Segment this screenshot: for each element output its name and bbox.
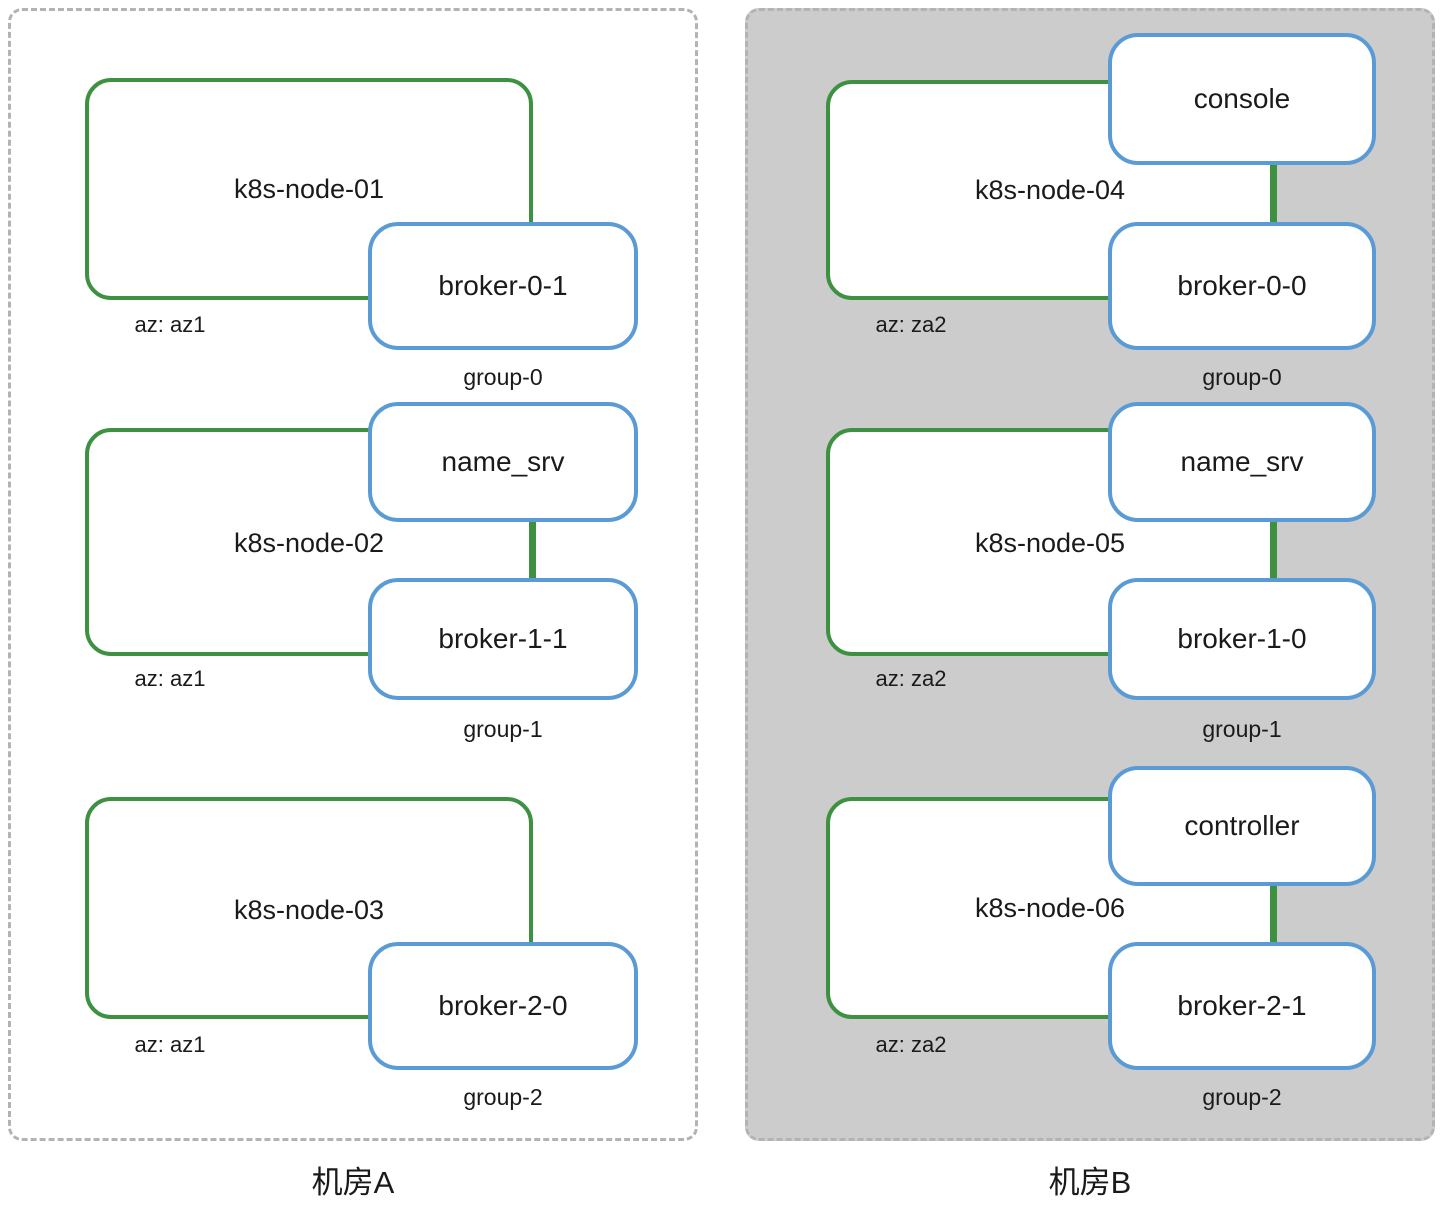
k8s-node-03-az-label: az: az1 <box>134 1032 206 1057</box>
pod-broker-2-0[interactable]: broker-2-0 <box>368 942 638 1070</box>
connector-node-06 <box>1272 881 1277 945</box>
k8s-node-04-label: k8s-node-04 <box>974 175 1126 205</box>
k8s-node-03-label: k8s-node-03 <box>233 895 385 925</box>
pod-broker-2-0-group-label: group-2 <box>463 1084 543 1110</box>
pod-broker-2-0-label: broker-2-0 <box>438 990 568 1021</box>
k8s-node-04-az-label: az: za2 <box>875 312 947 337</box>
pod-name-srv-a[interactable]: name_srv <box>368 402 638 522</box>
pod-broker-1-1-group-label: group-1 <box>463 716 543 742</box>
pod-broker-1-0-group-label: group-1 <box>1202 716 1282 742</box>
k8s-node-06-label: k8s-node-06 <box>974 893 1126 923</box>
pod-broker-1-1-label: broker-1-1 <box>438 623 568 654</box>
pod-broker-0-1-label: broker-0-1 <box>438 270 568 301</box>
pod-broker-1-0[interactable]: broker-1-0 <box>1108 578 1376 700</box>
pod-name-srv-b[interactable]: name_srv <box>1108 402 1376 522</box>
pod-broker-0-1-group-label: group-0 <box>463 364 543 390</box>
k8s-node-06-az-label: az: za2 <box>875 1032 947 1057</box>
k8s-node-01-label: k8s-node-01 <box>233 174 385 204</box>
pod-name-srv-a-label: name_srv <box>441 446 565 477</box>
connector-node-02 <box>531 518 536 582</box>
pod-broker-1-0-label: broker-1-0 <box>1177 623 1307 654</box>
connector-node-04 <box>1272 161 1277 225</box>
pod-broker-0-0-group-label: group-0 <box>1202 364 1282 390</box>
pod-broker-0-1[interactable]: broker-0-1 <box>368 222 638 350</box>
pod-controller-label: controller <box>1184 810 1300 841</box>
pod-console[interactable]: console <box>1108 33 1376 165</box>
pod-broker-0-0-label: broker-0-0 <box>1177 270 1307 301</box>
pod-name-srv-b-label: name_srv <box>1180 446 1304 477</box>
pod-broker-2-1-group-label: group-2 <box>1202 1084 1282 1110</box>
k8s-node-02-label: k8s-node-02 <box>233 528 385 558</box>
k8s-node-05-az-label: az: za2 <box>875 666 947 691</box>
datacenter-a-caption: 机房A <box>311 1165 395 1200</box>
pod-console-label: console <box>1193 83 1291 114</box>
pod-broker-2-1-label: broker-2-1 <box>1177 990 1307 1021</box>
k8s-node-05-label: k8s-node-05 <box>974 528 1126 558</box>
pod-broker-0-0[interactable]: broker-0-0 <box>1108 222 1376 350</box>
pod-broker-2-1[interactable]: broker-2-1 <box>1108 942 1376 1070</box>
datacenter-b-caption: 机房B <box>1048 1165 1132 1200</box>
k8s-node-02-az-label: az: az1 <box>134 666 206 691</box>
k8s-node-01-az-label: az: az1 <box>134 312 206 337</box>
connector-node-05 <box>1272 518 1277 582</box>
pod-controller[interactable]: controller <box>1108 766 1376 886</box>
pod-broker-1-1[interactable]: broker-1-1 <box>368 578 638 700</box>
